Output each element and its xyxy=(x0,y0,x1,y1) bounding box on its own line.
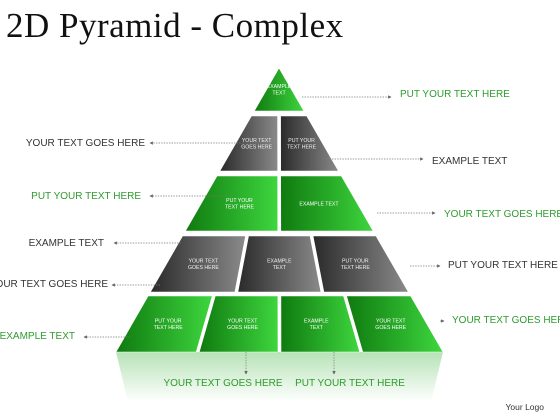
callout-label-right-4: PUT YOUR TEXT HERE xyxy=(448,260,558,271)
pyramid-cell-l3-c1 xyxy=(184,175,279,232)
callout-labels: PUT YOUR TEXT HERE EXAMPLE TEXT YOUR TEXT … xyxy=(0,89,560,389)
callout-label-bottom-1: YOUR TEXT GOES HERE xyxy=(163,378,282,389)
callout-label-left-4: YOUR TEXT GOES HERE xyxy=(0,279,108,290)
callout-label-left-3: EXAMPLE TEXT xyxy=(29,238,104,249)
pyramid-cell-l3-c2 xyxy=(280,175,374,232)
pyramid-cell-l4-c3 xyxy=(312,235,409,293)
pyramid-reflection xyxy=(116,352,443,402)
logo-text: Your Logo xyxy=(505,402,544,412)
callout-label-left-2: PUT YOUR TEXT HERE xyxy=(31,191,141,202)
callout-label-right-1: PUT YOUR TEXT HERE xyxy=(400,89,510,100)
pyramid-reflection-shape xyxy=(116,352,443,402)
pyramid-cell-text-l3-c2: EXAMPLE TEXT xyxy=(299,201,339,207)
pyramid-cell-l4-c2 xyxy=(237,235,322,293)
pyramid-cell-l5-c1 xyxy=(115,295,213,353)
pyramid-cell-l5-c4 xyxy=(346,295,444,353)
pyramid-cell-l1-c1 xyxy=(253,67,305,112)
callout-label-right-3: YOUR TEXT GOES HERE xyxy=(444,209,560,220)
callout-label-left-5: EXAMPLE TEXT xyxy=(0,331,75,342)
callout-label-left-1: YOUR TEXT GOES HERE xyxy=(26,138,145,149)
callout-label-right-2: EXAMPLE TEXT xyxy=(432,156,507,167)
page-title: 2D Pyramid - Complex xyxy=(6,6,344,45)
pyramid-cell-l2-c1 xyxy=(219,115,278,172)
pyramid-cell-l5-c3 xyxy=(280,295,361,353)
pyramid-cell-l2-c2 xyxy=(280,115,339,172)
callout-lines xyxy=(83,95,445,375)
callout-label-right-5: YOUR TEXT GOES HERE xyxy=(452,315,560,326)
pyramid-cell-l4-c1 xyxy=(149,235,246,293)
pyramid-cell-l5-c2 xyxy=(198,295,279,353)
callout-label-bottom-2: PUT YOUR TEXT HERE xyxy=(295,378,405,389)
